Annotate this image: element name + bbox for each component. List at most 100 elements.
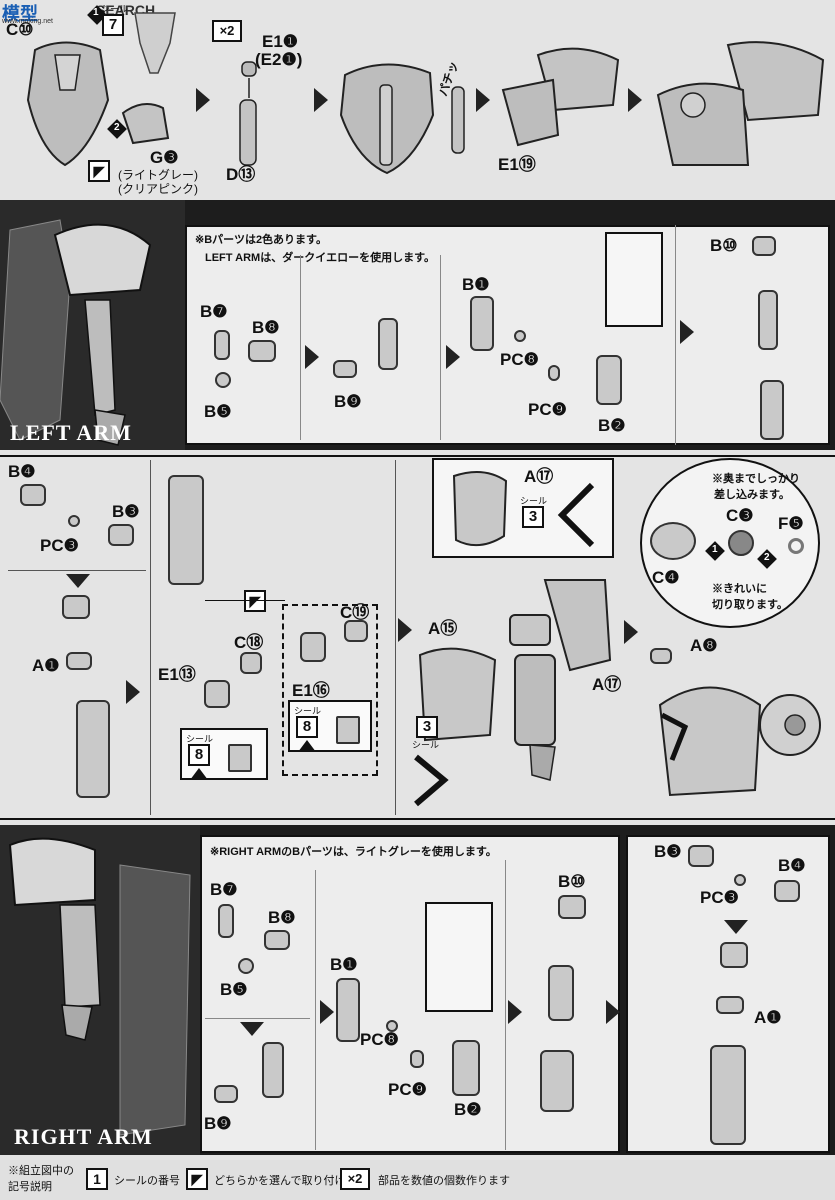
shoulder-armor-a17-illustration xyxy=(452,471,508,547)
right-part-b4 xyxy=(774,880,800,902)
symbol-legend: ※組立図中の 記号説明 1 シールの番号 ◤ どちらかを選んで取り付ける ×2 … xyxy=(0,1160,835,1200)
left-label-b10: B⑩ xyxy=(710,236,738,255)
mid-option-box xyxy=(282,604,378,776)
seal-7-box: 7 xyxy=(102,14,124,36)
seal-3-shape-top xyxy=(557,482,595,548)
left-part-pc9 xyxy=(548,365,560,381)
mid-part-pc3 xyxy=(68,515,80,527)
mid-seal-8b: 8 xyxy=(296,716,318,738)
x2-icon: ×2 xyxy=(212,20,242,42)
left-part-joint-assembled xyxy=(378,318,398,370)
left-label-b7: B❼ xyxy=(200,302,228,321)
right-arrow-1 xyxy=(320,1000,334,1024)
left-arm-divider-3 xyxy=(675,225,676,445)
mid-label-a1: A❶ xyxy=(32,656,60,675)
left-part-b9 xyxy=(333,360,357,378)
mid-label-pc3: PC❸ xyxy=(40,536,79,555)
mid-seal-3b: 3 xyxy=(416,716,438,738)
right-label-b8: B❽ xyxy=(268,908,296,927)
left-label-b1: B❶ xyxy=(462,275,490,294)
left-part-b1 xyxy=(470,296,494,351)
left-arm-upper-assembled xyxy=(758,290,778,350)
label-c10: C⑩ xyxy=(6,20,34,39)
mid-part-c4-dome xyxy=(650,522,696,560)
step-arrow-4 xyxy=(628,88,642,112)
left-part-pc8 xyxy=(514,330,526,342)
mid-seal-label-2: シール xyxy=(294,706,322,716)
mid-label-b4: B❹ xyxy=(8,462,36,481)
legend-heading-2: 記号説明 xyxy=(8,1181,52,1193)
right-part-b7 xyxy=(218,904,234,938)
mid-label-c3: C❸ xyxy=(726,506,754,525)
mid-seal-3a: 3 xyxy=(522,506,544,528)
right-part-upper-joint xyxy=(720,942,748,968)
right-part-a1 xyxy=(716,996,744,1014)
right-label-b7: B❼ xyxy=(210,880,238,899)
right-divider-2 xyxy=(505,860,506,1150)
right-part-pc9 xyxy=(410,1050,424,1068)
left-label-b5: B❺ xyxy=(204,402,232,421)
right-arm-robot-illustration xyxy=(0,825,200,1155)
mid-label-c18: C⑱ xyxy=(234,633,264,652)
mid-label-a15: A⑮ xyxy=(428,619,458,638)
mid-arrow-down xyxy=(66,574,90,588)
right-divider-1 xyxy=(315,870,316,1150)
right-arrow-2 xyxy=(508,1000,522,1024)
legend-heading-1: ※組立図中の xyxy=(8,1165,74,1177)
mid-label-c4: C❹ xyxy=(652,568,680,587)
left-arm-panel: ※Bパーツは2色あります。 LEFT ARMは、ダークイエローを使用します。 xyxy=(185,225,830,445)
mid-seal-8a-shape xyxy=(228,744,252,772)
right-arrow-3 xyxy=(606,1000,620,1024)
mid-part-b4 xyxy=(20,484,46,506)
mid-detail-circle: ※奥までしっかり 差し込みます。 C❸ F❺ 1 2 C❹ ※きれいに 切り取り… xyxy=(640,458,820,628)
left-label-pc8: PC❽ xyxy=(500,350,539,369)
watermark-logo-left: 模型 xyxy=(2,4,38,24)
mid-seal-label-1: シール xyxy=(186,734,214,744)
label-e1-1: E1❶ xyxy=(262,32,299,51)
left-arm-divider-1 xyxy=(300,255,301,440)
left-part-b2 xyxy=(596,355,622,405)
backpack-part-illustration xyxy=(501,47,620,147)
right-part-b10 xyxy=(558,895,586,919)
seal-label-top: シール xyxy=(101,4,129,14)
rod-part-small xyxy=(451,86,465,154)
shield-part-illustration xyxy=(26,41,110,167)
left-forearm-callout xyxy=(605,232,663,327)
step-arrow-1 xyxy=(196,88,210,112)
left-arm-note-2: LEFT ARMは、ダークイエローを使用します。 xyxy=(205,252,435,264)
clip-part-g3 xyxy=(121,103,170,145)
mid-seal-triangle-1 xyxy=(190,768,208,780)
right-label-b4: B❹ xyxy=(778,856,806,875)
mid-choose-line xyxy=(205,600,285,601)
mid-arrow-2 xyxy=(398,618,412,642)
mid-part-hand-e1-13 xyxy=(204,680,230,708)
mid-seal-label-3: シール xyxy=(520,496,548,506)
right-hdivider-1 xyxy=(205,1018,310,1019)
middle-section xyxy=(0,455,835,820)
mid-part-a8 xyxy=(650,648,672,664)
mid-part-forearm xyxy=(76,700,110,798)
left-arrow-1 xyxy=(305,345,319,369)
left-arm-note-1: ※Bパーツは2色あります。 xyxy=(195,234,327,246)
legend-choose-icon: ◤ xyxy=(186,1168,208,1190)
watermark-site: www.moxing.net xyxy=(2,18,53,25)
rod-part-d13 xyxy=(239,61,257,166)
legend-choose-text: どちらかを選んで取り付ける xyxy=(214,1175,357,1187)
right-part-b2 xyxy=(452,1040,480,1096)
right-part-joint-assembled xyxy=(262,1042,284,1098)
mid-part-f5-ring xyxy=(788,538,804,554)
mid-arrow-3 xyxy=(624,620,638,644)
left-part-b8 xyxy=(248,340,276,362)
legend-seal-number-icon: 1 xyxy=(86,1168,108,1190)
arm-assembly-illustration xyxy=(509,579,612,781)
mid-seal-8a: 8 xyxy=(188,744,210,766)
right-label-b10: B⑩ xyxy=(558,872,586,891)
left-arm-lower-assembled xyxy=(760,380,784,440)
mid-part-arm-assembled xyxy=(168,475,204,585)
right-label-b1: B❶ xyxy=(330,955,358,974)
mid-divider-1 xyxy=(150,460,151,815)
right-arm-note: ※RIGHT ARMのBパーツは、ライトグレーを使用します。 xyxy=(210,846,497,858)
step-arrow-2 xyxy=(314,88,328,112)
mid-part-hand-e1-16 xyxy=(300,632,326,662)
mid-arrow-1 xyxy=(126,680,140,704)
